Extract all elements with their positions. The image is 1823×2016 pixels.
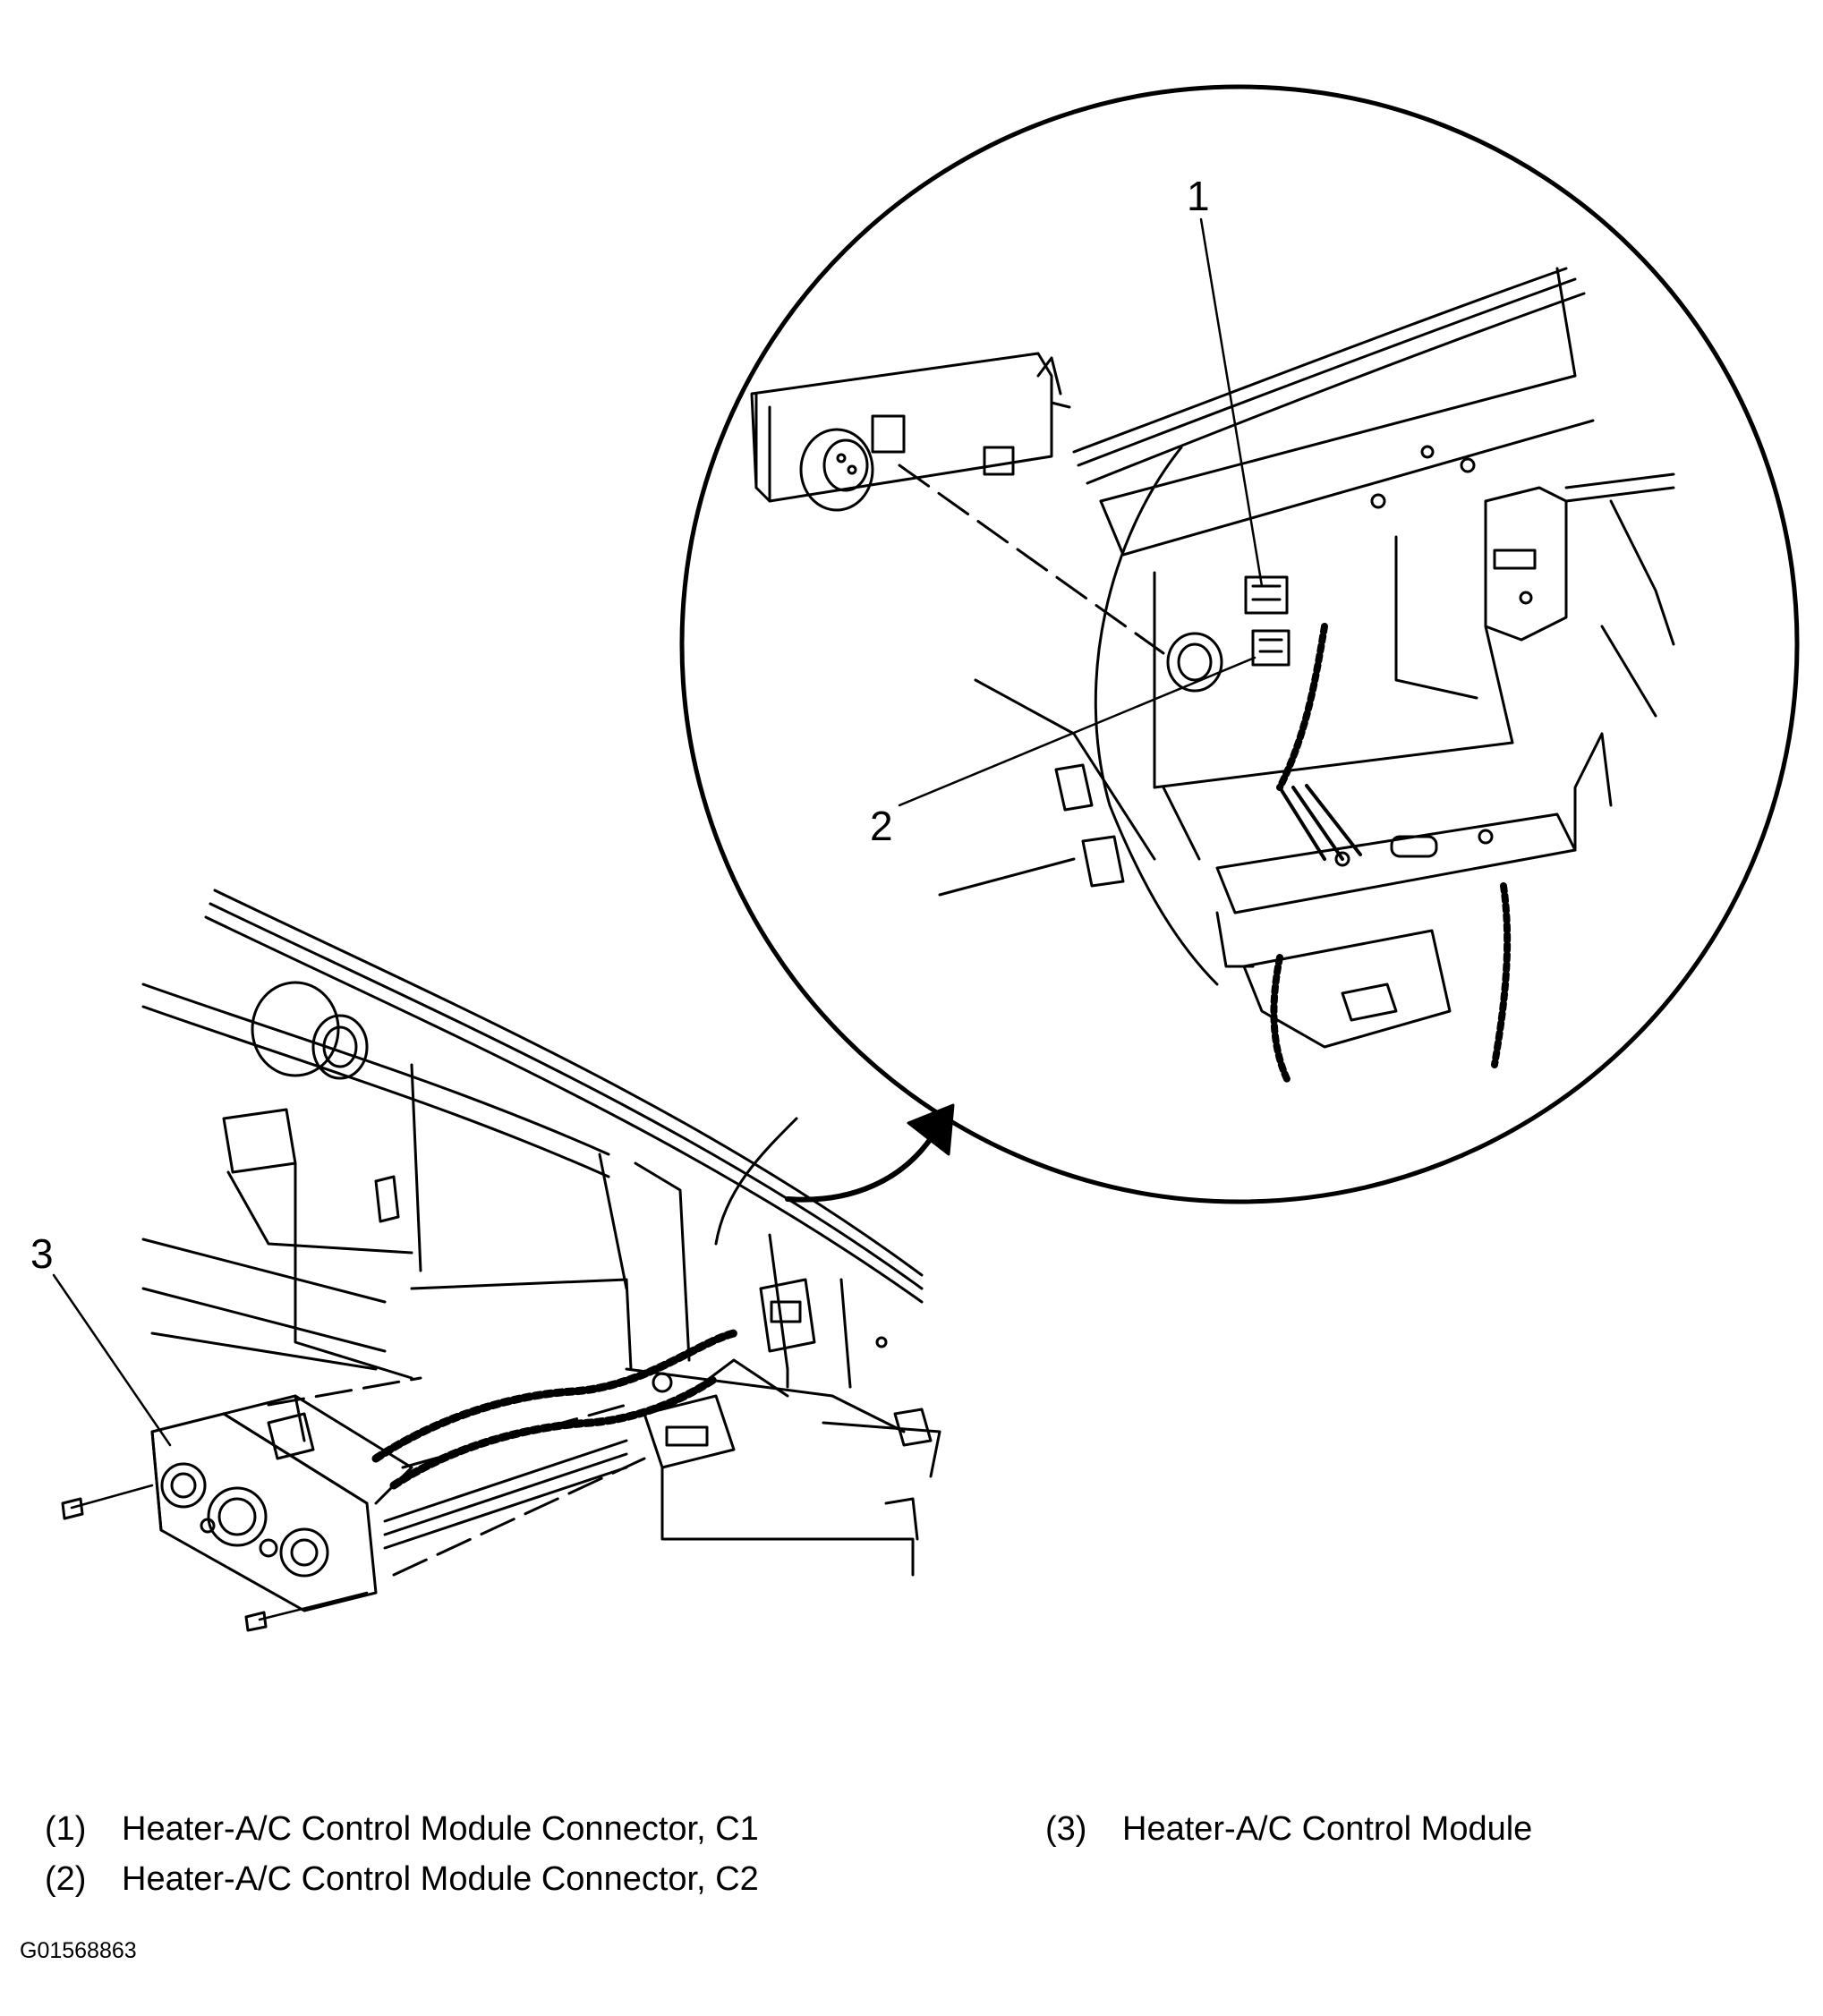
leader-lines bbox=[898, 217, 1264, 807]
legend-item-1-number: (1) bbox=[45, 1810, 87, 1848]
leader-lines-main bbox=[52, 1273, 172, 1447]
legend-item-2-text: Heater-A/C Control Module Connector, C2 bbox=[122, 1860, 759, 1898]
legend-item-2: (2) Heater-A/C Control Module Connector, … bbox=[45, 1862, 759, 1896]
legend-item-3: (3) Heater-A/C Control Module bbox=[1045, 1812, 1532, 1846]
callout-1: 1 bbox=[1187, 173, 1210, 219]
main-control-module bbox=[61, 1394, 413, 1632]
connector-c2-drawing bbox=[1251, 629, 1291, 667]
legend-item-2-number: (2) bbox=[45, 1860, 87, 1898]
callout-2: 2 bbox=[870, 803, 893, 849]
figure-id: G01568863 bbox=[20, 1938, 137, 1963]
detail-control-module bbox=[750, 352, 1165, 655]
detail-zoom-circle bbox=[679, 84, 1800, 1204]
exploded-view-diagram bbox=[52, 84, 1800, 1632]
zoom-arrow bbox=[785, 1103, 955, 1203]
legend-item-3-text: Heater-A/C Control Module bbox=[1122, 1810, 1533, 1848]
legend-item-3-number: (3) bbox=[1045, 1810, 1087, 1848]
legend-item-1: (1) Heater-A/C Control Module Connector, … bbox=[45, 1812, 759, 1846]
detail-view-dash-frame bbox=[938, 267, 1675, 1086]
legend-item-1-text: Heater-A/C Control Module Connector, C1 bbox=[122, 1810, 759, 1848]
callout-3: 3 bbox=[30, 1230, 54, 1277]
round-socket-drawing bbox=[1166, 632, 1223, 693]
leader-line-2 bbox=[898, 656, 1257, 807]
main-view-dash-frame bbox=[141, 889, 941, 1577]
leader-line-1 bbox=[1199, 217, 1264, 588]
connector-c1-drawing bbox=[1244, 575, 1289, 615]
leader-line-3 bbox=[52, 1273, 172, 1447]
